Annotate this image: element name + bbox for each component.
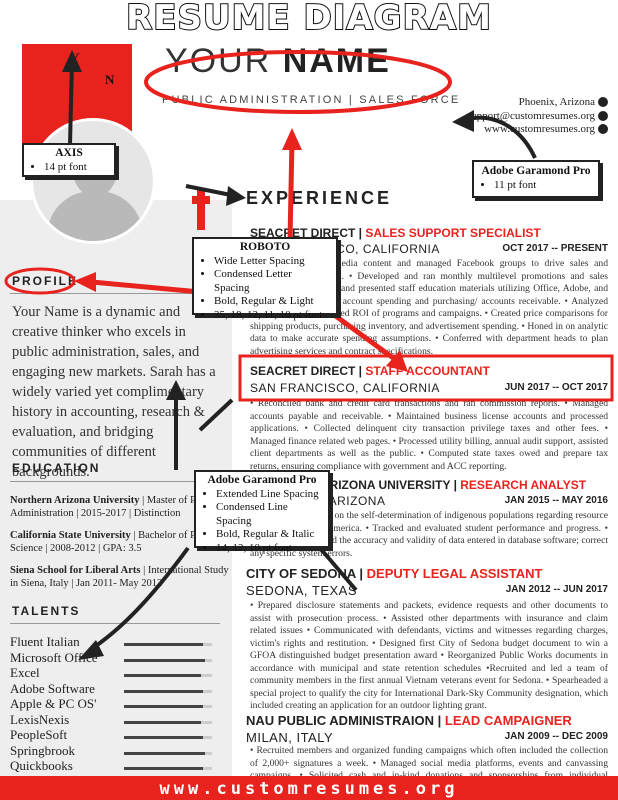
callout-item: 11 pt font	[494, 179, 592, 193]
callout-roboto: ROBOTO Wide Letter Spacing Condensed Let…	[192, 237, 338, 321]
talent-label: Quickbooks	[10, 758, 73, 773]
red-arrow-profile	[91, 279, 201, 295]
contact-email: support@customresumes.org	[467, 110, 608, 122]
job-2-location: SAN FRANCISCO, CALIFORNIA	[250, 381, 440, 395]
job-2-description: • Reconciled bank and credit card transa…	[250, 398, 608, 472]
callout-item: Extended Line Spacing	[216, 488, 322, 502]
talents-heading: TALENTS	[12, 604, 81, 618]
callout-item: Condensed Letter Spacing	[214, 268, 330, 295]
job-1-dates: OCT 2017 -- PRESENT	[502, 243, 608, 254]
education-heading: EDUCATION	[12, 461, 101, 475]
job-1-header: SEACRET DIRECT | SALES SUPPORT SPECIALIS…	[250, 226, 541, 240]
job-1-description: • Developed social media content and man…	[250, 258, 608, 354]
job-3-dates: JAN 2015 -- MAY 2016	[504, 495, 608, 506]
profile-highlight-circle	[4, 267, 76, 295]
callout-item: Condensed Line Spacing	[216, 501, 322, 528]
callout-title: Adobe Garamond Pro	[207, 474, 317, 486]
job-5-dates: JAN 2009 -- DEC 2009	[504, 731, 608, 742]
black-arrow-axis	[68, 59, 74, 146]
callout-item: 14 pt font	[44, 161, 108, 175]
black-arrow-edu	[198, 398, 234, 432]
profile-text: Your Name is a dynamic and creative thin…	[12, 304, 216, 480]
footer-url[interactable]: www.customresumes.org	[159, 779, 459, 799]
black-arrowhead	[226, 186, 246, 206]
job-5-description: • Recruited members and organized fundin…	[250, 745, 608, 776]
callout-title: ROBOTO	[239, 241, 291, 253]
job-2-dates: JUN 2017 -- OCT 2017	[504, 382, 608, 393]
talent-label: Springbrook	[10, 742, 75, 758]
callout-title: AXIS	[55, 147, 83, 159]
red-arrowhead	[282, 128, 302, 150]
talent-level-bar	[124, 689, 212, 693]
black-arrowhead	[78, 640, 104, 660]
callout-item: Bold, Regular & Italic	[216, 528, 322, 542]
talent-label: Apple & PC OS'	[10, 696, 97, 711]
red-arrow-name	[287, 139, 295, 241]
job-5-header: NAU PUBLIC ADMINISTRAION | LEAD CAMPAIGN…	[246, 713, 572, 728]
profile-heading: PROFILE	[12, 274, 79, 288]
name-highlight-circle	[144, 50, 452, 114]
callout-item: 35, 18, 12, 11, 10 pt font	[214, 309, 330, 323]
resume-subtitle: PUBLIC ADMINISTRATION | SALES FORCE	[162, 94, 461, 106]
talent-label: PeopleSoft	[10, 727, 68, 742]
job-4-header: CITY OF SEDONA | DEPUTY LEGAL ASSISTANT	[246, 566, 543, 581]
callout-item: 14, 12, 10 pt font	[216, 542, 322, 556]
education-divider	[10, 481, 220, 482]
resume-name: YOUR NAME	[165, 42, 391, 80]
education-item: California State University | Bachelor o…	[10, 530, 225, 554]
callout-item: Wide Letter Spacing	[214, 255, 330, 269]
black-arrowhead	[62, 50, 82, 72]
logo-letter-n: N	[105, 72, 115, 87]
contact-website: www.customresumes.org	[484, 123, 608, 135]
callout-garamond-mid: Adobe Garamond Pro Extended Line Spacing…	[194, 470, 330, 554]
job-4-description: • Prepared disclosure statements and pac…	[250, 600, 608, 710]
callout-axis: AXIS 14 pt font	[22, 143, 116, 177]
email-icon	[598, 111, 608, 122]
callout-garamond-top: Adobe Garamond Pro 11 pt font	[472, 160, 600, 198]
education-item: Northern Arizona University | Master of …	[10, 495, 217, 519]
talent-level-bar	[124, 720, 212, 724]
profile-divider	[10, 293, 220, 294]
callout-title: Adobe Garamond Pro	[481, 165, 591, 177]
location-pin-icon	[598, 97, 608, 108]
job-3-description: • Conducted research on the self-determi…	[250, 510, 608, 559]
black-arrowhead	[452, 110, 474, 132]
talent-level-bar	[124, 674, 212, 677]
talent-label: Excel	[10, 665, 40, 680]
talent-level-bar	[124, 751, 212, 755]
talents-divider	[10, 623, 220, 624]
experience-heading: EXPERIENCE	[246, 188, 393, 208]
black-arrow-job4	[318, 546, 358, 592]
diagram-banner	[0, 0, 618, 42]
talent-label: Microsoft Office	[10, 649, 98, 665]
talent-label: Adobe Software	[10, 680, 95, 696]
talent-level-bar	[124, 767, 212, 770]
talent-level-bar	[124, 643, 212, 646]
job-4-dates: JAN 2012 -- JUN 2017	[505, 584, 608, 595]
callout-item: Bold, Regular & Light	[214, 295, 330, 309]
job-highlight-box	[238, 354, 614, 402]
job-4-location: SEDONA, TEXAS	[246, 583, 358, 598]
globe-icon	[598, 124, 608, 135]
talent-level-bar	[124, 736, 212, 739]
black-arrowhead	[166, 380, 186, 400]
contact-location: Phoenix, Arizona	[519, 96, 608, 108]
footer-bar	[0, 776, 618, 800]
red-arrowhead	[74, 272, 96, 292]
education-item: Siena School for Liberal Arts | Internat…	[10, 565, 229, 589]
talent-label: LexisNexis	[10, 711, 70, 727]
black-arrow-talents	[88, 546, 190, 652]
red-plus-mark	[192, 190, 210, 230]
talent-level-bar	[124, 658, 212, 662]
talent-label: Fluent Italian	[10, 634, 80, 649]
job-5-location: MILAN, ITALY	[246, 730, 334, 745]
talent-level-bar	[124, 705, 212, 708]
black-arrow-contact	[464, 115, 537, 159]
banner-title: RESUME DIAGRAM	[125, 0, 492, 39]
red-arrowhead	[386, 350, 408, 372]
